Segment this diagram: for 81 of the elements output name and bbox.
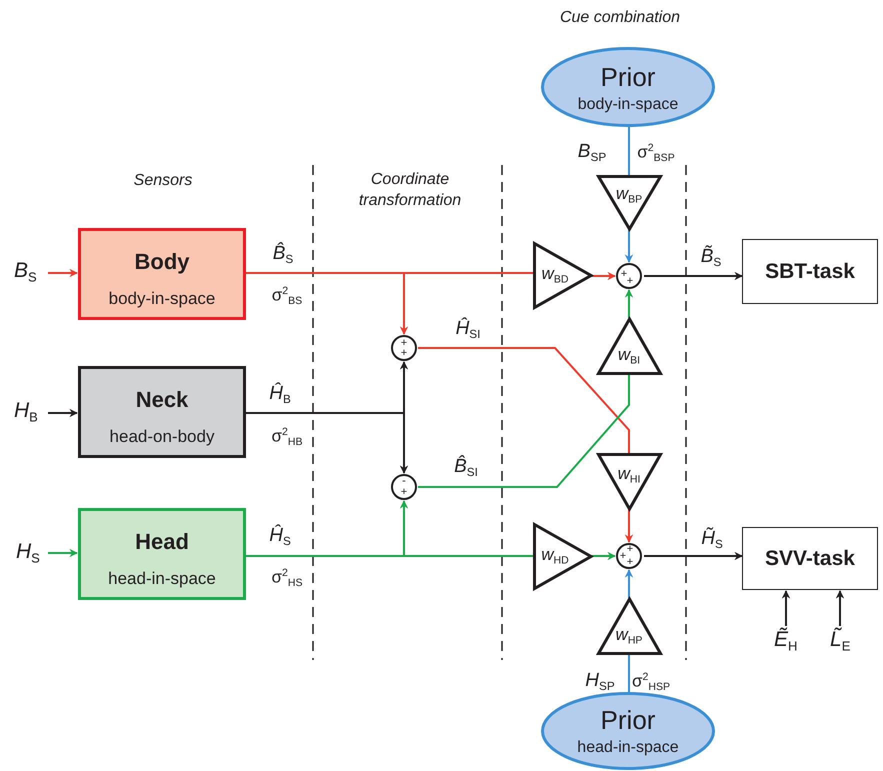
box-subtitle: head-in-space: [108, 570, 216, 586]
arrow: [48, 408, 78, 418]
sign-symbol: +: [620, 550, 626, 562]
connector-line: [628, 127, 630, 176]
arrow: [644, 272, 743, 280]
arrow: [782, 590, 790, 626]
arrow: [836, 590, 844, 626]
connector-line: [418, 347, 630, 454]
sum-junction: [616, 263, 642, 289]
sign-symbol: +: [626, 544, 634, 554]
gain-triangle: [597, 318, 662, 375]
gain-triangle: [597, 598, 662, 655]
arrow: [48, 268, 78, 278]
signal-label: Ẽ$_{H}$: [774, 628, 798, 654]
arrow: [246, 412, 408, 474]
column-heading: Cue combination: [560, 8, 680, 28]
sign-symbol: +: [400, 486, 408, 498]
column-heading: Sensors: [134, 170, 192, 191]
arrow: [624, 229, 634, 263]
signal-label: B$_{SP}$: [578, 142, 606, 164]
box-title: SVV-task: [765, 548, 855, 569]
weight-label: w$_{HI}$: [618, 464, 640, 486]
prior-title: Prior: [600, 64, 656, 90]
signal-label: B̂$_{SI}$: [454, 457, 478, 479]
gain-triangle: [533, 242, 592, 309]
sum-junction: [616, 543, 642, 569]
signal-label: H$_{B}$: [14, 399, 38, 425]
prior-subtitle: head-in-space: [577, 740, 679, 756]
sensor-box: [78, 508, 246, 600]
arrow: [644, 552, 743, 560]
box-title: Neck: [136, 389, 188, 411]
signal-label: B$_{S}$: [14, 259, 37, 285]
arrow: [48, 548, 78, 558]
signal-label: H$_{S}$: [16, 540, 40, 566]
arrow: [624, 569, 634, 598]
box-subtitle: head-on-body: [110, 428, 214, 444]
sign-symbol: +: [620, 268, 628, 280]
prior-subtitle: body-in-space: [578, 97, 678, 113]
signal-label: B̃$_{S}$: [700, 247, 722, 269]
box-subtitle: body-in-space: [108, 290, 216, 306]
signal-label: Ĥ$_{SI}$: [456, 319, 480, 341]
prior-ellipse: [541, 692, 715, 770]
signal-label: H$_{SP}$: [585, 671, 615, 693]
arrow: [246, 500, 408, 557]
weight-label: w$_{BD}$: [542, 264, 568, 286]
signal-label: H̃$_{S}$: [701, 529, 723, 551]
gain-triangle: [597, 175, 662, 230]
task-box: [742, 239, 878, 304]
gain-triangle: [533, 523, 592, 590]
weight-label: w$_{BI}$: [618, 346, 640, 366]
connector-line: [418, 374, 630, 488]
arrow: [624, 289, 634, 318]
arrow: [624, 509, 634, 543]
weight-label: w$_{BP}$: [616, 184, 642, 206]
weight-label: w$_{HP}$: [616, 626, 642, 646]
sign-symbol: +: [400, 338, 408, 348]
signal-label: B̂$_{S}$: [272, 244, 294, 266]
arrow: [591, 272, 616, 280]
sign-symbol: -: [402, 476, 406, 486]
arrow: [591, 552, 616, 560]
signal-label: L̃$_{E}$: [830, 628, 850, 654]
prior-ellipse: [541, 47, 715, 127]
connector-line: [628, 654, 630, 692]
box-title: Body: [134, 251, 190, 273]
gain-triangle: [597, 453, 662, 510]
sensor-box: [78, 228, 246, 320]
sign-symbol: +: [626, 556, 634, 568]
task-box: [742, 527, 878, 590]
box-title: SBT-task: [765, 261, 855, 282]
box-title: Head: [135, 531, 189, 553]
sensor-box: [78, 366, 246, 458]
weight-label: w$_{HD}$: [541, 546, 569, 566]
column-heading: Coordinate transformation: [358, 170, 462, 211]
signal-label: Ĥ$_{S}$: [269, 526, 291, 548]
arrow: [246, 272, 408, 335]
sign-symbol: +: [626, 276, 634, 286]
sum-junction: [391, 335, 417, 361]
sign-symbol: +: [400, 348, 408, 358]
prior-title: Prior: [600, 707, 656, 733]
sum-junction: [391, 474, 417, 500]
signal-label: Ĥ$_{B}$: [269, 384, 291, 406]
